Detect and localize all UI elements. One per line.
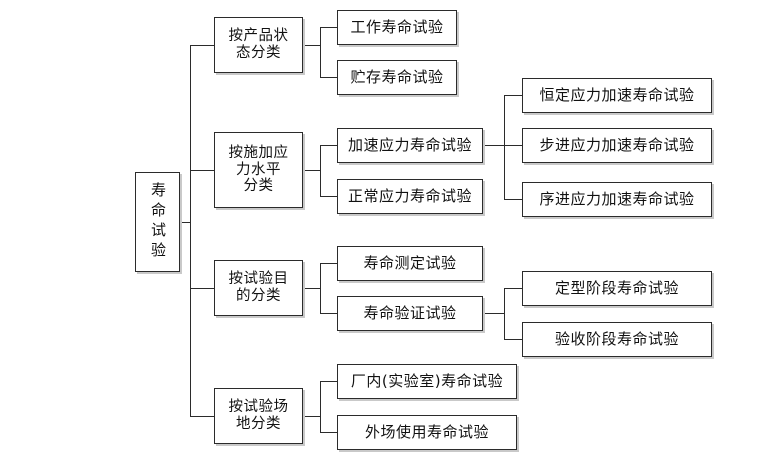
connector-verify-stem <box>483 313 505 314</box>
node-step-stress-accelerated-life-test[interactable]: 步进应力加速寿命试验 <box>522 128 712 163</box>
node-life-verification-test[interactable]: 寿命验证试验 <box>337 296 483 331</box>
connector-root-stem <box>180 222 191 223</box>
connector-branch1-spine <box>320 27 321 77</box>
connector-trunk-branch-1 <box>190 45 214 46</box>
node-category-stress-level[interactable]: 按施加应 力水平 分类 <box>214 132 303 208</box>
connector-branch4-stem <box>303 416 321 417</box>
connector-branch2-child2 <box>320 196 337 197</box>
connector-verify-spine <box>504 288 505 339</box>
connector-root-trunk <box>190 45 191 416</box>
connector-branch4-spine <box>320 381 321 432</box>
node-normal-stress-life-test[interactable]: 正常应力寿命试验 <box>337 179 483 214</box>
connector-accel-spine <box>504 95 505 199</box>
node-progressive-stress-accelerated-life-test[interactable]: 序进应力加速寿命试验 <box>522 182 712 217</box>
node-category-test-purpose[interactable]: 按试验目 的分类 <box>214 260 303 316</box>
connector-trunk-branch-2 <box>190 170 214 171</box>
connector-verify-child2 <box>504 339 522 340</box>
node-accelerated-stress-life-test[interactable]: 加速应力寿命试验 <box>337 128 483 163</box>
connector-accel-child3 <box>504 199 522 200</box>
connector-branch1-stem <box>303 45 321 46</box>
connector-branch1-child2 <box>320 77 337 78</box>
connector-branch4-child2 <box>320 432 337 433</box>
connector-branch4-child1 <box>320 381 337 382</box>
node-working-life-test[interactable]: 工作寿命试验 <box>337 10 457 45</box>
connector-branch2-spine <box>320 145 321 196</box>
node-acceptance-stage-life-test[interactable]: 验收阶段寿命试验 <box>522 322 712 357</box>
connector-branch3-spine <box>320 263 321 313</box>
connector-trunk-branch-3 <box>190 288 214 289</box>
connector-branch3-child2 <box>320 313 337 314</box>
connector-branch1-child1 <box>320 27 337 28</box>
connector-branch3-stem <box>303 288 321 289</box>
node-root-life-test[interactable]: 寿命试验 <box>135 172 180 272</box>
node-life-determination-test[interactable]: 寿命测定试验 <box>337 246 483 281</box>
node-constant-stress-accelerated-life-test[interactable]: 恒定应力加速寿命试验 <box>522 78 712 113</box>
connector-accel-child2 <box>504 145 522 146</box>
node-finalization-stage-life-test[interactable]: 定型阶段寿命试验 <box>522 271 712 306</box>
connector-branch3-child1 <box>320 263 337 264</box>
connector-verify-child1 <box>504 288 522 289</box>
connector-branch2-stem <box>303 170 321 171</box>
node-category-test-site[interactable]: 按试验场 地分类 <box>214 388 303 444</box>
node-field-use-life-test[interactable]: 外场使用寿命试验 <box>337 415 517 450</box>
connector-trunk-branch-4 <box>190 416 214 417</box>
connector-branch2-child1 <box>320 145 337 146</box>
connector-accel-child1 <box>504 95 522 96</box>
connector-accel-stem <box>483 145 505 146</box>
node-in-plant-laboratory-life-test[interactable]: 厂内(实验室)寿命试验 <box>337 364 517 399</box>
node-storage-life-test[interactable]: 贮存寿命试验 <box>337 60 457 95</box>
node-category-product-state[interactable]: 按产品状 态分类 <box>214 17 303 73</box>
